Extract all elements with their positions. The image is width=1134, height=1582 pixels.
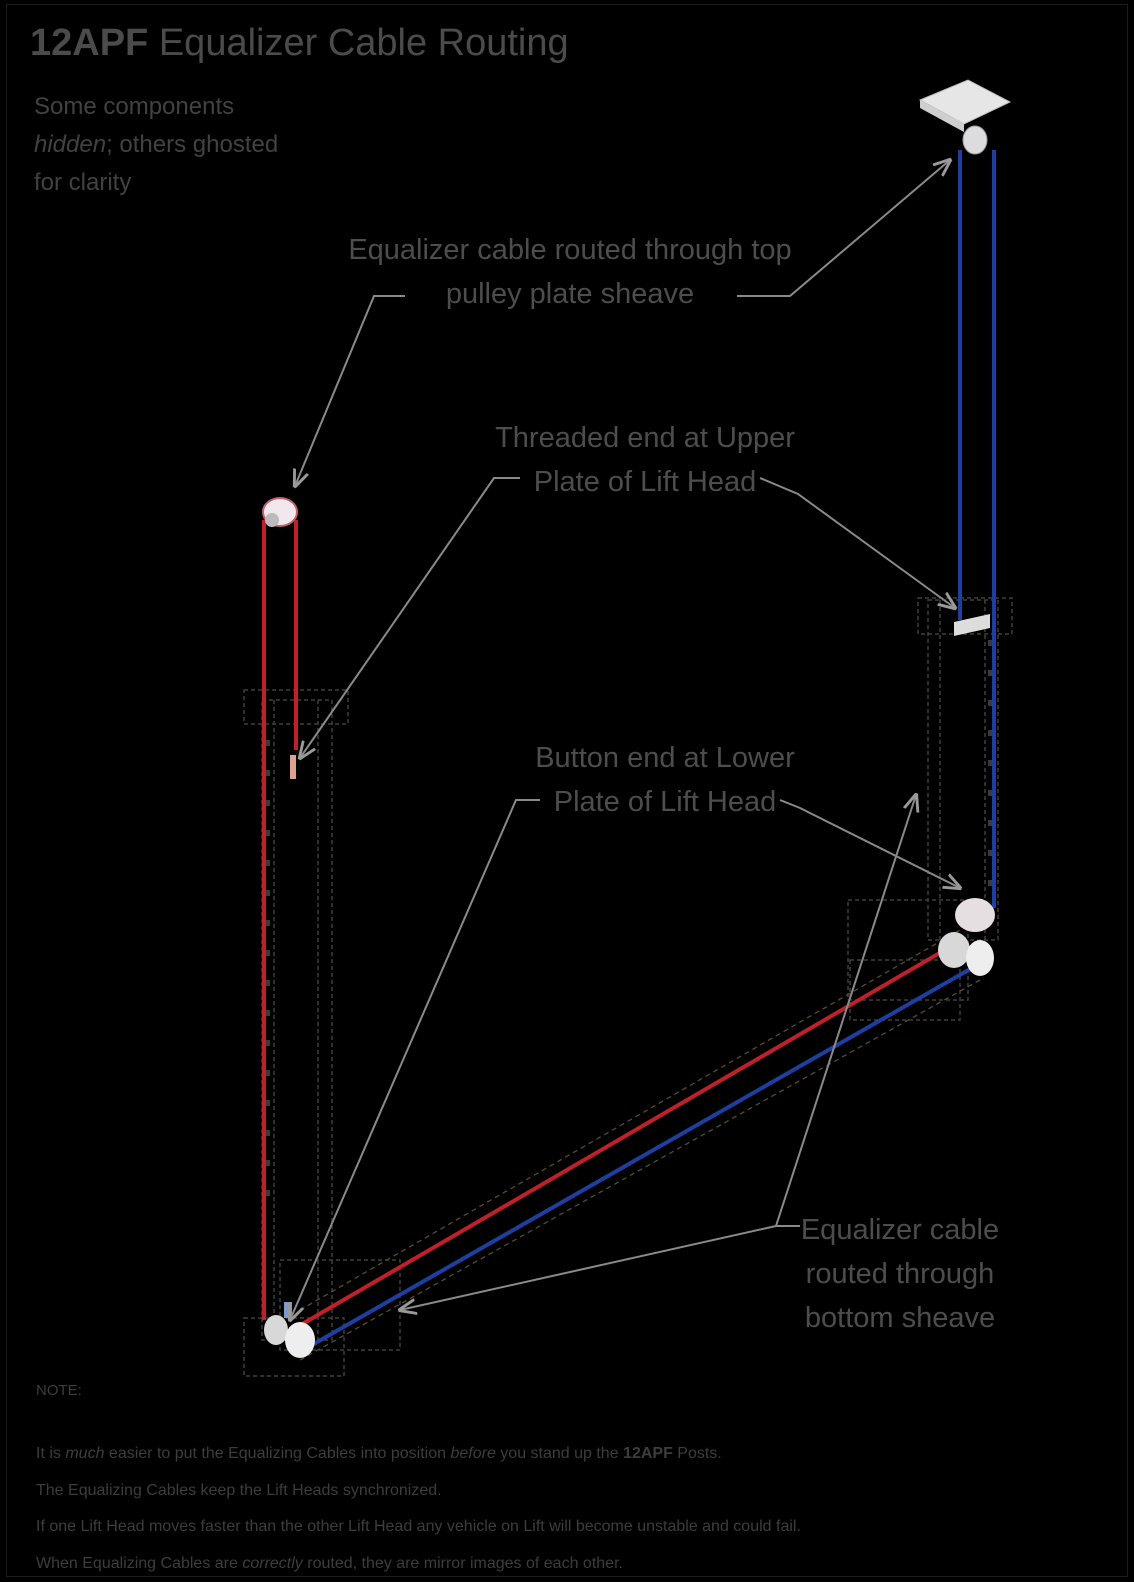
callout-bottom-sheave-line-2: routed through bbox=[790, 1252, 1010, 1296]
callout-top-sheave-line-2: pulley plate sheave bbox=[320, 272, 820, 316]
note-line-1-c: easier to put the Equalizing Cables into… bbox=[104, 1445, 450, 1462]
callout-threaded-end-line-2: Plate of Lift Head bbox=[470, 460, 820, 504]
callout-bottom-sheave-line-1: Equalizer cable bbox=[790, 1208, 1010, 1252]
callout-button-end-line-2: Plate of Lift Head bbox=[490, 780, 840, 824]
top-pulley-plate-icon bbox=[920, 80, 1010, 154]
callout-button-end-line-1: Button end at Lower bbox=[490, 736, 840, 780]
note-line-1-g: Posts. bbox=[673, 1445, 722, 1462]
note-line-4: When Equalizing Cables are correctly rou… bbox=[36, 1546, 801, 1582]
note-line-4-correctly: correctly bbox=[242, 1555, 302, 1572]
note-line-1-before: before bbox=[450, 1445, 495, 1462]
callout-bottom-sheave-line-3: bottom sheave bbox=[790, 1296, 1010, 1340]
threaded-end-marker bbox=[290, 755, 296, 779]
left-bottom-sheave-icon bbox=[264, 1302, 315, 1358]
callout-button-end: Button end at Lower Plate of Lift Head bbox=[490, 736, 840, 824]
note-line-4-a: When Equalizing Cables are bbox=[36, 1555, 242, 1572]
note-line-1-much: much bbox=[65, 1445, 104, 1462]
callout-bottom-sheave: Equalizer cable routed through bottom sh… bbox=[790, 1208, 1010, 1340]
note-line-3: If one Lift Head moves faster than the o… bbox=[36, 1509, 801, 1546]
right-bottom-sheave-icon bbox=[938, 898, 995, 976]
callout-top-sheave-line-1: Equalizer cable routed through top bbox=[320, 228, 820, 272]
left-post-holes bbox=[266, 740, 270, 1196]
notes: It is much easier to put the Equalizing … bbox=[36, 1436, 801, 1582]
note-line-1-e: you stand up the bbox=[496, 1445, 623, 1462]
callout-threaded-end: Threaded end at Upper Plate of Lift Head bbox=[470, 416, 820, 504]
note-line-1: It is much easier to put the Equalizing … bbox=[36, 1436, 801, 1473]
callout-top-sheave: Equalizer cable routed through top pulle… bbox=[320, 228, 820, 316]
left-top-sheave-icon bbox=[263, 498, 297, 527]
note-label: NOTE: bbox=[36, 1382, 82, 1399]
note-line-1-a: It is bbox=[36, 1445, 65, 1462]
right-post-holes bbox=[988, 640, 992, 886]
left-post bbox=[244, 690, 400, 1376]
callout-threaded-end-line-1: Threaded end at Upper bbox=[470, 416, 820, 460]
note-line-2: The Equalizing Cables keep the Lift Head… bbox=[36, 1473, 801, 1510]
note-line-1-model: 12APF bbox=[623, 1445, 673, 1462]
note-line-4-c: routed, they are mirror images of each o… bbox=[303, 1555, 623, 1572]
